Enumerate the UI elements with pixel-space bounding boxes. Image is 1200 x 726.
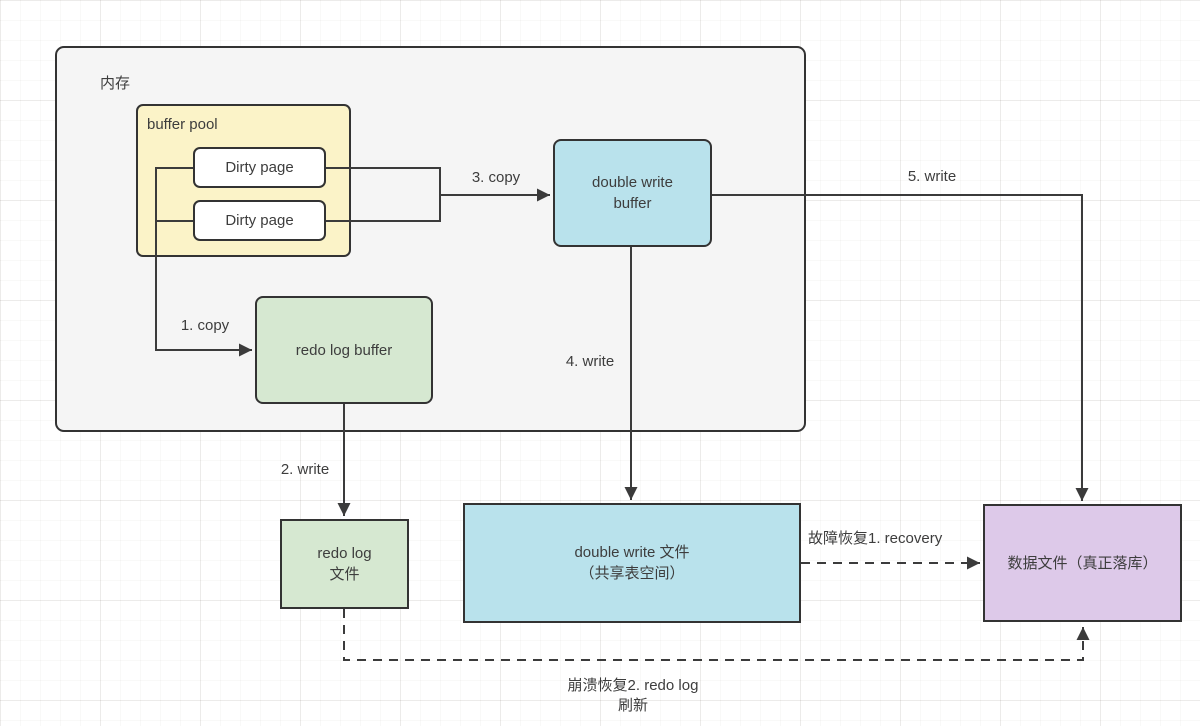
double-write-buffer-node: double write buffer [553, 139, 712, 247]
edge-label-recovery-1: 故障恢复1. recovery [808, 530, 943, 547]
redo-log-buffer-node: redo log buffer [255, 296, 433, 404]
buffer-pool-label: buffer pool [147, 116, 218, 133]
dirty-page-node-1: Dirty page [193, 147, 326, 188]
edge-label-crash-recovery-2: 崩溃恢复2. redo log 刷新 [567, 677, 699, 714]
edge-label-write-5: 5. write [907, 168, 957, 185]
redo-log-file-node: redo log 文件 [280, 519, 409, 609]
dirty-page-node-2: Dirty page [193, 200, 326, 241]
double-write-file-node: double write 文件 （共享表空间） [463, 503, 801, 623]
edge-label-copy-1: 1. copy [180, 317, 230, 334]
edge-label-write-2: 2. write [280, 461, 330, 478]
edge-label-copy-3: 3. copy [471, 169, 521, 186]
memory-label: 内存 [100, 75, 131, 92]
edge-label-write-4: 4. write [565, 353, 615, 370]
data-file-node: 数据文件（真正落库） [983, 504, 1182, 622]
